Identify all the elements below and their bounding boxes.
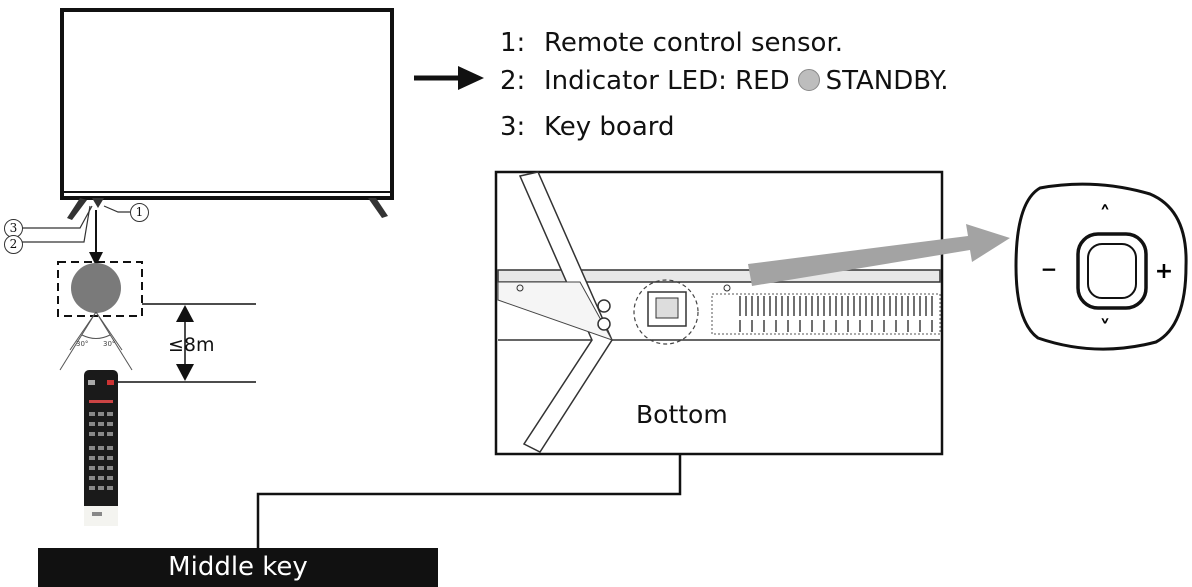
range-cone xyxy=(59,311,133,371)
middle-key-leader-line xyxy=(256,454,682,548)
bottom-label: Bottom xyxy=(636,400,728,429)
sensor-zoom xyxy=(57,261,143,317)
callout-lines xyxy=(22,205,130,243)
sensor-arrow xyxy=(89,210,103,266)
callout-2: 2 xyxy=(4,235,23,254)
keypad-closeup xyxy=(1014,182,1188,351)
keypad-down-label: ˅ xyxy=(1100,317,1111,342)
keypad-minus-label: − xyxy=(1041,257,1058,281)
legend-arrow xyxy=(414,66,484,90)
range-indicator xyxy=(112,303,256,383)
callout-1: 1 xyxy=(130,203,149,222)
keypad-plus-label: + xyxy=(1155,259,1173,284)
tv-front-view xyxy=(60,8,394,220)
keypad-arrow xyxy=(748,224,1010,286)
angle-left-label: 30° xyxy=(76,340,88,348)
ir-sensor xyxy=(71,263,121,313)
tv-screen xyxy=(60,8,394,200)
keypad-up-label: ˄ xyxy=(1100,203,1111,228)
tv-right-foot xyxy=(368,198,388,218)
remote-control xyxy=(84,370,118,526)
tv-left-foot xyxy=(67,198,87,220)
middle-key-label: Middle key xyxy=(38,548,438,587)
range-label: ≤8m xyxy=(168,334,215,356)
sensor-nub xyxy=(92,198,104,208)
angle-right-label: 30° xyxy=(103,340,115,348)
